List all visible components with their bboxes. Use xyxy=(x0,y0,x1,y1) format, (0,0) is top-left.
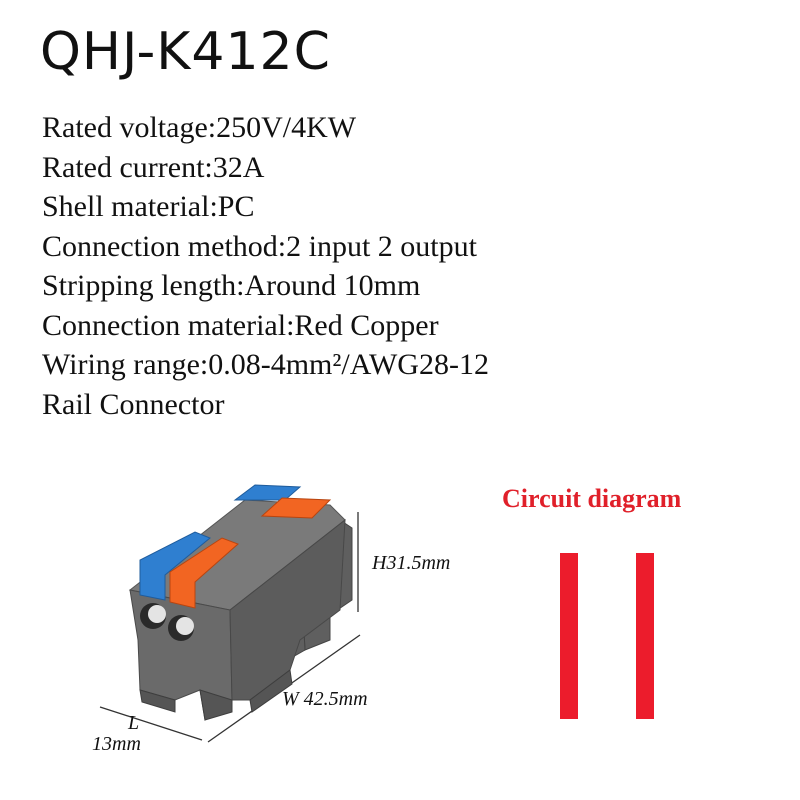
length-dimension-letter: L xyxy=(128,712,140,734)
wire-hole-1-contact xyxy=(148,605,166,623)
spec-wiring-range: Wiring range:0.08-4mm²/AWG28-12 xyxy=(42,348,489,381)
wire-hole-2-contact xyxy=(176,617,194,635)
spec-stripping-length: Stripping length:Around 10mm xyxy=(42,269,421,302)
wire-holes xyxy=(140,603,194,641)
width-dimension-label: W 42.5mm xyxy=(282,688,368,710)
circuit-bar-2 xyxy=(636,553,654,719)
housing-feet xyxy=(139,669,293,721)
spec-connection-material: Connection material:Red Copper xyxy=(42,308,439,342)
back-levers xyxy=(233,484,332,519)
product-title: QHJ-K412C xyxy=(40,22,331,82)
length-dimension-value: 13mm xyxy=(92,733,141,755)
spec-rated-current: Rated current:32A xyxy=(42,150,265,184)
housing-side xyxy=(229,518,346,701)
spec-shell-material: Shell material:PC xyxy=(42,190,255,223)
circuit-diagram-title: Circuit diagram xyxy=(502,484,682,513)
spec-connection-method: Connection method:2 input 2 output xyxy=(42,229,477,263)
lever-orange-front xyxy=(169,537,239,609)
lever-blue-front xyxy=(139,531,211,601)
lever-blue-back xyxy=(233,484,302,501)
height-dimension-label: H31.5mm xyxy=(372,552,451,574)
spec-list: Rated voltage:250V/4KW Rated current:32A… xyxy=(42,108,489,424)
lever-orange-back xyxy=(260,497,332,519)
front-levers xyxy=(139,531,239,609)
spec-rated-voltage: Rated voltage:250V/4KW xyxy=(42,111,357,144)
spec-rail-connector: Rail Connector xyxy=(42,387,225,421)
circuit-bar-1 xyxy=(560,553,578,719)
length-dimension-line xyxy=(99,706,203,741)
